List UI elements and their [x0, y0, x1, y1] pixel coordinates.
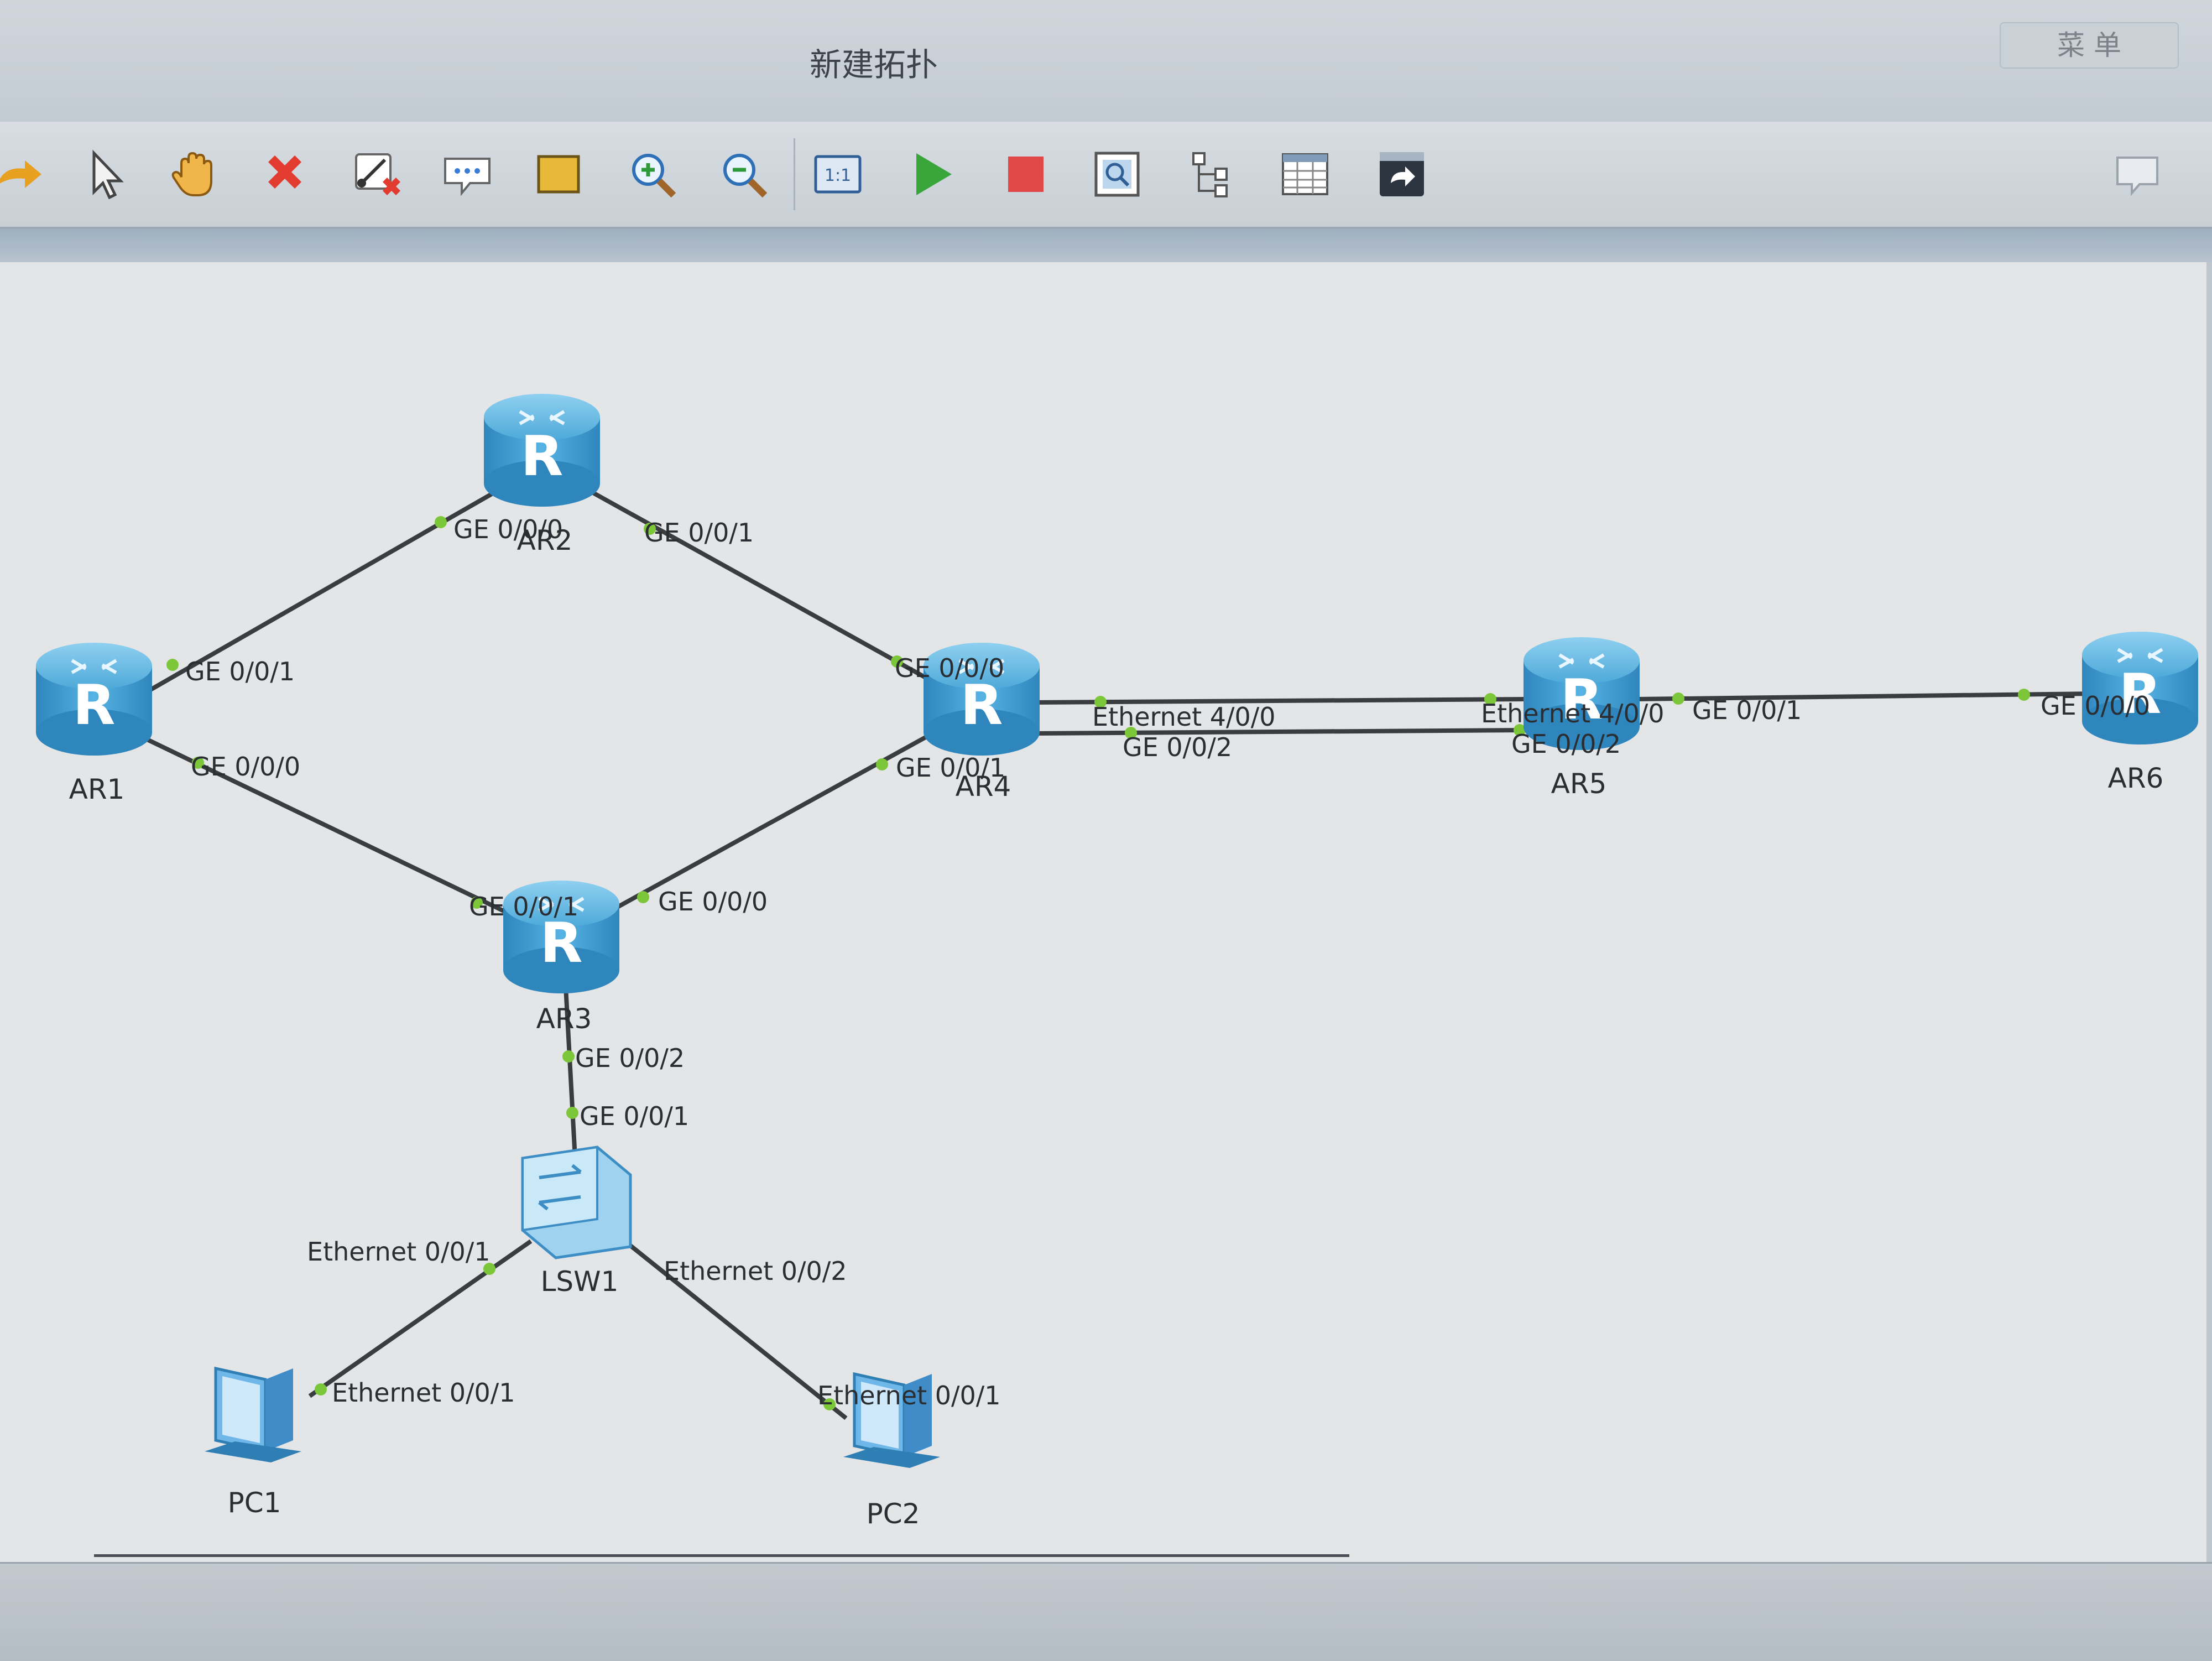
link-ar1-ar3[interactable]: [143, 736, 507, 914]
topology-canvas[interactable]: R: [0, 262, 2206, 1562]
window-title: 新建拓扑: [809, 46, 938, 84]
port-label: Ethernet 4/0/0: [1481, 699, 1665, 728]
link-lsw1-pc2[interactable]: [623, 1239, 848, 1420]
title-bar: 新建拓扑 菜 单: [0, 0, 2212, 123]
port-label: GE 0/0/0: [2041, 691, 2150, 721]
port-label: GE 0/0/1: [580, 1101, 689, 1131]
toolbar: 1:1: [0, 122, 2212, 229]
red-x-icon: [268, 155, 301, 189]
redo-arrow-icon: [0, 160, 41, 188]
topology-drawing: R: [0, 262, 2206, 1530]
capture-icon: [1094, 152, 1140, 197]
table-button[interactable]: [1275, 144, 1335, 205]
stop-icon: [1008, 157, 1044, 192]
port-label: Ethernet 4/0/0: [1092, 702, 1276, 732]
rectangle-icon: [537, 155, 580, 194]
comment-icon: [2116, 157, 2158, 196]
device-ar1[interactable]: [36, 643, 152, 756]
topology-button[interactable]: [1181, 144, 1241, 205]
menu-button[interactable]: 菜 单: [2000, 22, 2179, 69]
delete-link-button[interactable]: [346, 144, 406, 205]
tree-icon: [1192, 152, 1228, 197]
hand-icon: [171, 152, 212, 196]
link-ar4-ar5-ge[interactable]: [1028, 728, 1527, 736]
zoom-in-icon: [632, 154, 676, 198]
port-label: Ethernet 0/0/1: [307, 1237, 491, 1267]
toolbar-bottom-band: [0, 229, 2212, 262]
device-ar2[interactable]: [484, 394, 600, 507]
label-ar3: AR3: [536, 1003, 592, 1035]
stop-button[interactable]: [995, 144, 1056, 205]
port-label: GE 0/0/1: [1692, 695, 1802, 725]
comment-button[interactable]: [2107, 144, 2168, 205]
label-ar4: AR4: [956, 770, 1011, 803]
port-label: GE 0/0/2: [575, 1043, 685, 1073]
label-ar2: AR2: [517, 524, 573, 556]
port-label: Ethernet 0/0/2: [664, 1256, 847, 1286]
port-label: GE 0/0/2: [1123, 732, 1232, 762]
label-pc2: PC2: [867, 1498, 920, 1530]
link-ar2-ar4[interactable]: [585, 487, 936, 685]
port-label: GE 0/0/0: [453, 514, 563, 544]
port-label: GE 0/0/1: [644, 518, 754, 548]
device-ar6[interactable]: [2082, 632, 2198, 744]
toolbar-separator: [794, 138, 795, 210]
one-to-one-icon: 1:1: [814, 155, 862, 194]
pointer-icon: [92, 149, 124, 200]
port-label: GE 0/0/0: [895, 653, 1004, 683]
links: [143, 487, 2096, 1420]
port-label: GE 0/0/1: [185, 657, 295, 686]
rectangle-button[interactable]: [528, 144, 589, 205]
table-icon: [1282, 153, 1328, 195]
status-bar: [0, 1562, 2212, 1661]
zoom-in-button[interactable]: [622, 144, 683, 205]
start-button[interactable]: [901, 144, 962, 205]
label-ar6: AR6: [2108, 762, 2164, 794]
redo-button[interactable]: [0, 144, 50, 205]
pan-button[interactable]: [163, 144, 224, 205]
fit-button[interactable]: 1:1: [807, 144, 868, 205]
port-label: GE 0/0/2: [1511, 729, 1621, 759]
device-pc1[interactable]: [205, 1368, 301, 1462]
delete-button[interactable]: [254, 144, 315, 205]
port-label: GE 0/0/1: [469, 892, 578, 921]
text-button[interactable]: [437, 144, 498, 205]
port-label: GE 0/0/0: [658, 887, 768, 917]
console-icon: [1380, 152, 1424, 196]
speech-bubble-icon: [444, 158, 491, 196]
link-ar4-ar5-ethernet[interactable]: [1028, 697, 1527, 705]
port-dots: [166, 516, 2030, 1410]
link-ar3-ar4[interactable]: [607, 730, 936, 914]
cli-button[interactable]: [1371, 144, 1432, 205]
device-lsw1[interactable]: [521, 1145, 632, 1259]
horizontal-scrollbar[interactable]: [94, 1554, 1349, 1557]
label-lsw1: LSW1: [541, 1266, 619, 1298]
svg-text:1:1: 1:1: [825, 166, 851, 185]
link-delete-icon: [355, 153, 400, 195]
zoom-out-button[interactable]: [713, 144, 774, 205]
capture-button[interactable]: [1087, 144, 1147, 205]
port-label: GE 0/0/1: [896, 753, 1005, 783]
select-button[interactable]: [75, 144, 135, 205]
zoom-out-icon: [723, 154, 768, 198]
play-icon: [916, 153, 952, 195]
port-label: GE 0/0/0: [191, 752, 300, 782]
port-label: Ethernet 0/0/1: [817, 1381, 1001, 1410]
link-ar3-lsw1[interactable]: [564, 986, 577, 1159]
label-ar5: AR5: [1551, 768, 1607, 800]
label-ar1: AR1: [69, 773, 125, 805]
label-pc1: PC1: [228, 1487, 281, 1519]
port-label: Ethernet 0/0/1: [332, 1378, 515, 1408]
